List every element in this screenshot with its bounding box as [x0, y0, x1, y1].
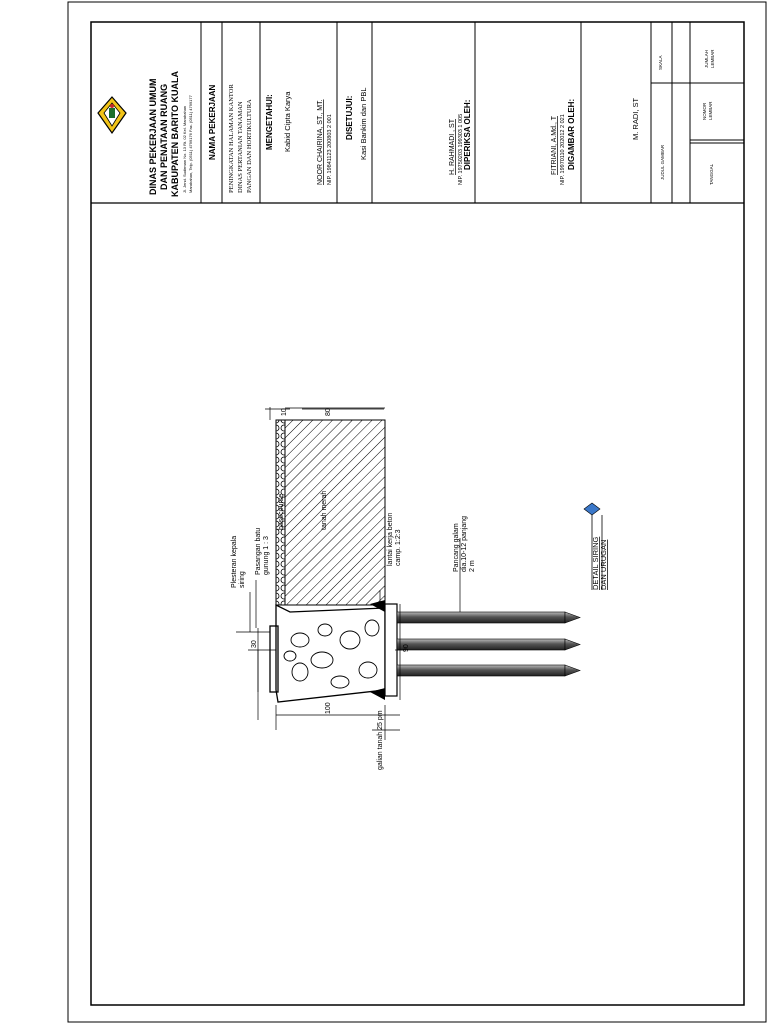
dim-100: 100 — [325, 702, 332, 714]
sheet-no-label-1: NOMOR — [702, 102, 707, 120]
red-soil-fill — [284, 419, 386, 606]
drawing-title-1: DETAIL SIRING — [591, 536, 600, 590]
dim-10: 10 — [281, 408, 288, 416]
agency-address2: Marabahan, Telp. (0511) 4799176 Fax. (05… — [188, 94, 193, 193]
label-stone: Pasangan batu — [255, 528, 262, 575]
agency-line3: KABUPATEN BARITO KUALA — [170, 71, 180, 197]
dim-90: 90 — [403, 644, 410, 652]
dim-80: 80 — [325, 408, 332, 416]
dim-30: 30 — [251, 640, 258, 648]
drawing-title-2: DAN URUGAN — [599, 540, 608, 590]
label-pile-3: 2 m — [469, 560, 476, 572]
checked-name: H. RAHMADI , ST — [449, 118, 456, 175]
known-nip: NIP. 19841123 200803 2 001 — [327, 114, 333, 185]
label-excavation: galian tanah 25 pm — [377, 710, 384, 770]
work-name-heading: NAMA PEKERJAAN — [208, 85, 217, 160]
drawing-title-label: JUDUL GAMBAR — [660, 144, 665, 180]
drawn-nip: NIP. 19970110 202012 2 021 — [560, 114, 566, 185]
label-floor-2: camp. 1:2:3 — [395, 529, 402, 566]
scale-label: SKALA — [658, 55, 663, 70]
stone-wall — [275, 603, 386, 703]
label-floor: lantai kerja beton — [387, 513, 394, 566]
pile — [396, 611, 566, 624]
drawn-name: FITRIANI, A.Md., T — [551, 115, 558, 175]
piles — [396, 611, 581, 677]
agency-line1: DINAS PEKERJAAN UMUM — [148, 78, 158, 195]
title-block-text: DINAS PEKERJAAN UMUM DAN PENATAAN RUANG … — [148, 49, 715, 197]
agency-line2: DAN PENATAAN RUANG — [159, 84, 169, 190]
outer-border — [67, 1, 767, 1023]
label-basecourse: basecourse — [278, 494, 285, 530]
section-marker — [583, 502, 601, 516]
label-plaster-2: siring — [239, 571, 246, 588]
sheet-count-label-1: JUMLAH — [704, 50, 709, 68]
title-block — [91, 22, 744, 204]
known-name: NOOR CHAIRINA, ST., MT. — [317, 99, 324, 185]
drawn-heading: DIGAMBAR OLEH: — [567, 99, 576, 170]
label-pile: Pancang galam — [453, 523, 460, 572]
pile — [396, 664, 566, 677]
date-label: TANGGAL — [709, 163, 714, 185]
known-heading: MENGETAHUI: — [265, 94, 274, 150]
plaster-cap — [269, 625, 279, 693]
pile — [396, 638, 566, 651]
work-name-line1: PENINGKATAN HALAMAN KANTOR — [228, 84, 235, 193]
label-stone-2: gunung 1 : 3 — [263, 536, 270, 575]
label-pile-2: dia.10-12 panjang — [461, 516, 468, 572]
checked-heading: DIPERIKSA OLEH: — [463, 100, 472, 170]
sheet-no-label-2: LEMBAR — [708, 101, 713, 120]
drawing-labels: Plesteran kepala siring Pasangan batu gu… — [231, 408, 608, 770]
sheet-count-label-2: LEMBAR — [710, 49, 715, 68]
section-drawing — [236, 407, 603, 740]
label-plaster: Plesteran kepala — [231, 536, 238, 588]
inner-border — [90, 21, 745, 1006]
work-name-line2: DINAS PERTANIAN TANAMAN — [237, 101, 244, 193]
work-name-line3: PANGAN DAN HORTIKULTURA — [246, 99, 253, 193]
label-redsoil: tanah merah — [321, 491, 328, 530]
drafter-name: M. RADI, ST — [631, 97, 640, 140]
known-role: Kabid Cipta Karya — [283, 91, 292, 152]
approved-heading: DISETUJUI: — [345, 96, 354, 140]
checked-nip: NIP. 19750203 199303 1 005 — [458, 114, 464, 185]
approved-role: Kasi Bankim dan PBL — [359, 87, 368, 160]
regency-logo — [97, 96, 127, 135]
agency-address1: Jl. Jend. Sudirman No. 13 Rt. 02 Kel. Ma… — [182, 106, 187, 193]
